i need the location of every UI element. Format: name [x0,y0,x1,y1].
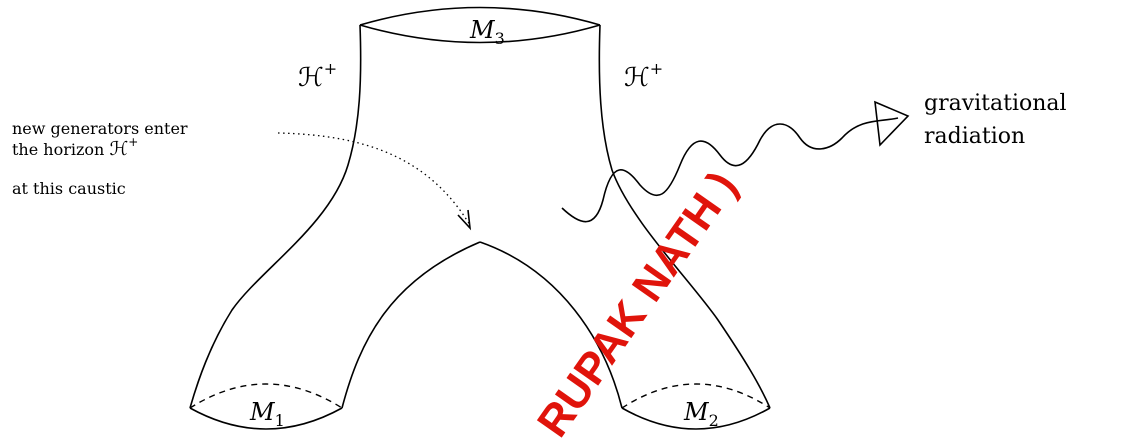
watermark-text: RUPAK NATH ) [528,163,747,440]
label-m1: M1 [249,398,285,430]
caustic-note-line3: at this caustic [12,179,126,198]
caustic-pointer [278,133,470,225]
label-horizon-left: ℋ+ [298,59,337,93]
horizon-left-boundary [190,25,361,408]
label-radiation: radiation [924,124,1025,149]
label-m3: M3 [469,16,505,48]
caustic-note-line1: new generators enter [12,119,188,138]
label-m2: M2 [683,398,719,430]
caustic-note-line2: the horizon ℋ+ [12,135,138,160]
label-gravitational: gravitational [924,91,1067,116]
caustic-pointer-arrowhead [458,210,470,228]
gravitational-radiation-arrowhead [875,102,908,145]
label-horizon-right: ℋ+ [624,59,663,93]
crotch-left-inner [342,242,480,408]
